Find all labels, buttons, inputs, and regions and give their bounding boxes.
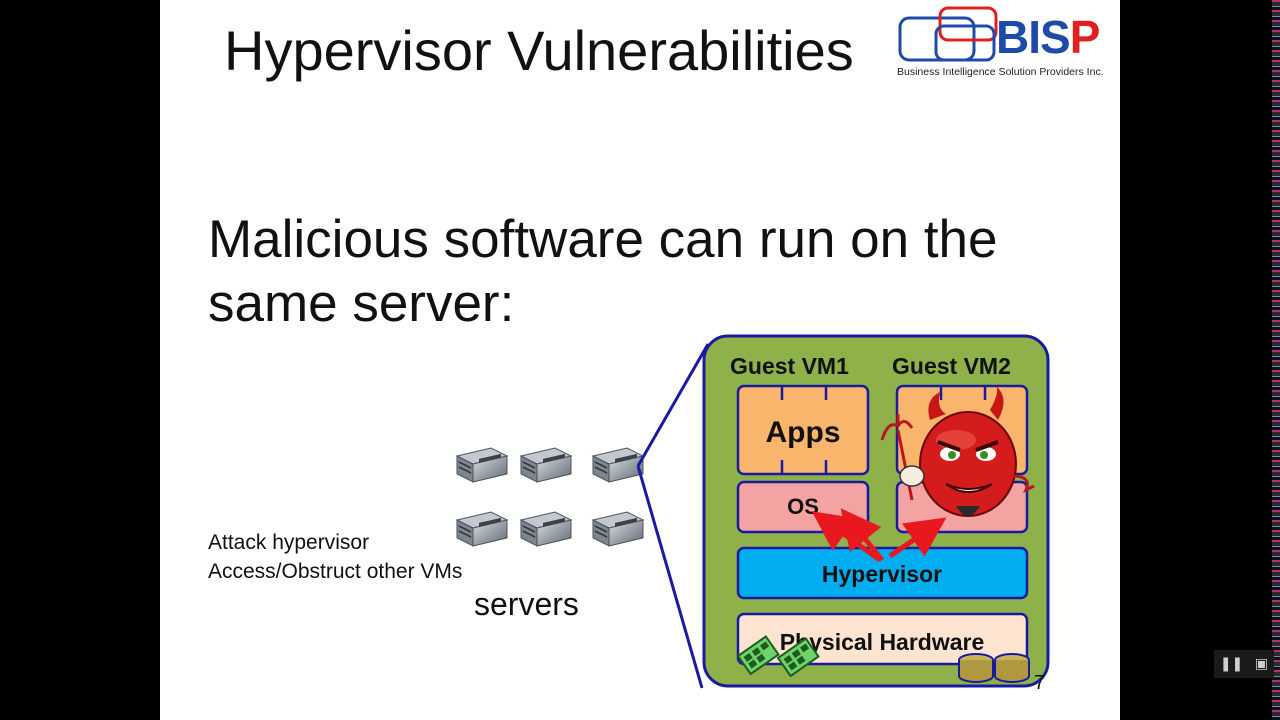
- vm-diagram: Guest VM1 Guest VM2 Apps OS Hyper: [456, 334, 1050, 689]
- hypervisor-box: Hypervisor: [736, 546, 1029, 600]
- slide-title: Hypervisor Vulnerabilities: [224, 19, 854, 82]
- attack-arrows: [811, 508, 947, 563]
- picture-in-picture-icon[interactable]: ▣: [1254, 656, 1269, 672]
- server-icon: [520, 447, 572, 483]
- server-icon: [592, 447, 644, 483]
- bisp-logo: [898, 6, 998, 62]
- attack-line-2: Access/Obstruct other VMs: [208, 560, 463, 583]
- logo-text: BISP: [996, 10, 1101, 64]
- os-label: OS: [787, 494, 819, 519]
- server-icon: [456, 511, 508, 547]
- server-icon: [520, 511, 572, 547]
- servers-label: servers: [474, 586, 579, 622]
- ram-icon: [776, 637, 820, 678]
- devil-icon: [880, 386, 1035, 517]
- screen-edge-strip: [1272, 0, 1280, 720]
- page-number: 7: [1034, 672, 1046, 694]
- body-text: Malicious software can run on the same s…: [208, 210, 998, 333]
- callout-line-bottom: [636, 465, 704, 689]
- ram-icon: [736, 635, 780, 676]
- apps-label: Apps: [766, 416, 841, 449]
- attack-list: Attack hypervisor Access/Obstruct other …: [208, 528, 462, 586]
- vm1-apps-box: Apps: [736, 384, 870, 476]
- callout-line-top: [636, 343, 710, 467]
- logo-text-red: P: [1069, 11, 1101, 63]
- slide: Hypervisor Vulnerabilities BISP Business…: [160, 0, 1120, 720]
- pause-icon[interactable]: ❚❚: [1219, 656, 1244, 672]
- logo-text-blue: BIS: [996, 11, 1071, 63]
- attack-line-1: Attack hypervisor: [208, 531, 370, 554]
- guest-vm1-label: Guest VM1: [730, 353, 849, 379]
- guest-vm2-label: Guest VM2: [892, 353, 1011, 379]
- hypervisor-label: Hypervisor: [822, 561, 942, 587]
- server-icon: [456, 447, 508, 483]
- disk-icon: [958, 653, 1030, 683]
- logo-subtitle: Business Intelligence Solution Providers…: [897, 66, 1104, 78]
- player-controls: ❚❚ ▣: [1214, 650, 1274, 678]
- server-icon: [592, 511, 644, 547]
- vm1-os-box: OS: [736, 480, 870, 534]
